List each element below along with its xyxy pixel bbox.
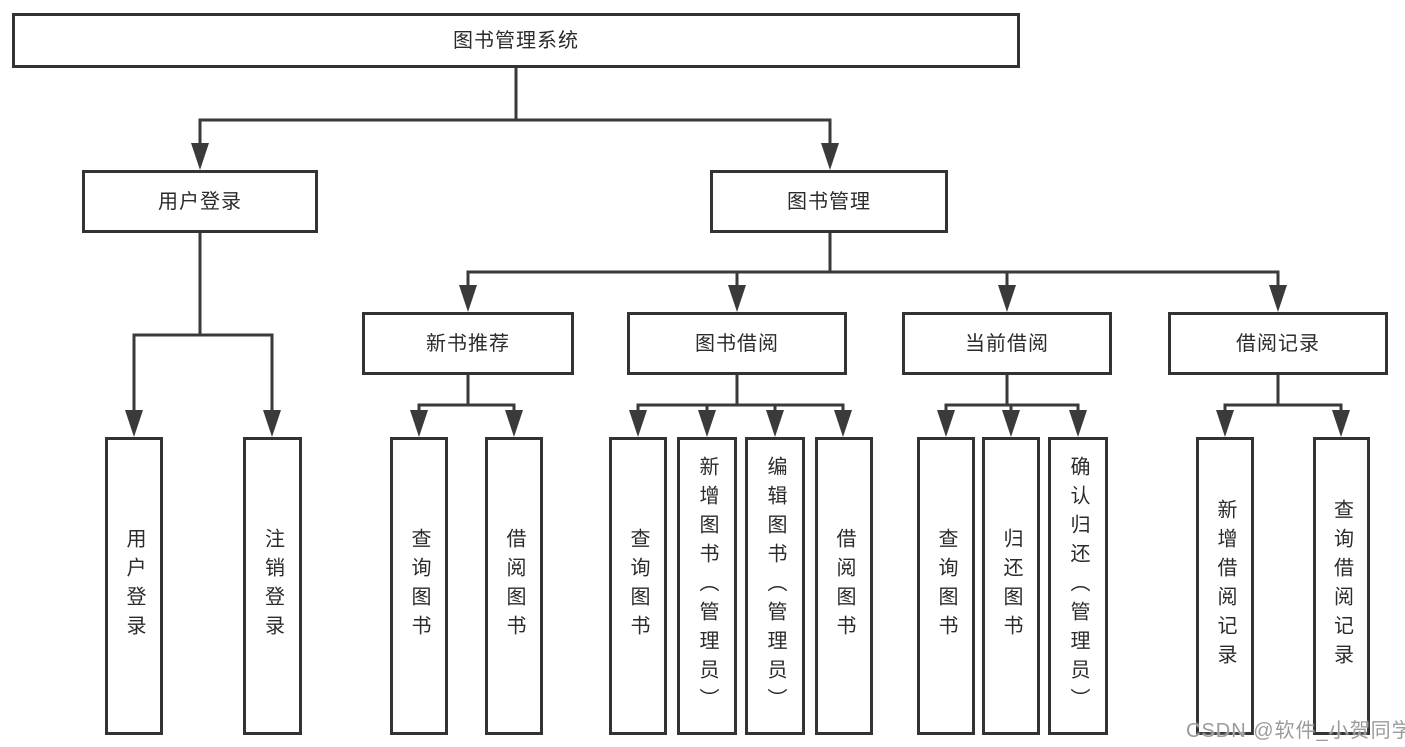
leaf-add-borrow-record: 新增借阅记录	[1196, 437, 1254, 735]
node-book-borrow: 图书借阅	[627, 312, 847, 375]
leaf-query-books-recommend: 查询图书	[390, 437, 448, 735]
node-label: 确认归还（管理员）	[1067, 455, 1089, 717]
leaf-edit-books-admin: 编辑图书（管理员）	[745, 437, 805, 735]
node-label: 查询图书	[408, 528, 430, 644]
leaf-logout-login: 注销登录	[243, 437, 302, 735]
node-label: 查询图书	[935, 528, 957, 644]
node-label: 归还图书	[1000, 528, 1022, 644]
node-label: 新增借阅记录	[1214, 499, 1236, 673]
leaf-query-books-borrow: 查询图书	[609, 437, 667, 735]
node-label: 查询图书	[627, 528, 649, 644]
connector-borrow-records	[1223, 375, 1343, 415]
node-label: 用户登录	[123, 528, 145, 644]
node-book-management: 图书管理	[710, 170, 948, 233]
watermark: CSDN @软件_小贺同学	[1186, 720, 1405, 742]
leaf-user-login: 用户登录	[105, 437, 163, 735]
node-label: 新增图书（管理员）	[696, 455, 718, 717]
node-label: 注销登录	[261, 528, 284, 644]
node-new-book-recommend: 新书推荐	[362, 312, 574, 375]
connector-user-login	[132, 233, 274, 415]
leaf-return-books: 归还图书	[982, 437, 1040, 735]
leaf-add-books-admin: 新增图书（管理员）	[677, 437, 737, 735]
leaf-borrow-books: 借阅图书	[815, 437, 873, 735]
connector-book-borrow	[636, 375, 845, 415]
connector-new-book	[417, 375, 516, 415]
connector-book-management	[466, 233, 1280, 290]
node-label: 借阅记录	[1236, 332, 1320, 355]
node-current-borrow: 当前借阅	[902, 312, 1112, 375]
node-label: 借阅图书	[503, 528, 525, 644]
node-label: 借阅图书	[833, 528, 855, 644]
node-label: 新书推荐	[426, 332, 510, 355]
node-label: 图书管理系统	[453, 29, 579, 52]
leaf-query-borrow-record: 查询借阅记录	[1313, 437, 1370, 735]
node-label: 查询借阅记录	[1330, 499, 1353, 673]
node-label: 编辑图书（管理员）	[764, 455, 786, 717]
node-label: 图书管理	[787, 190, 871, 213]
arrowheads	[125, 143, 1350, 437]
leaf-confirm-return-admin: 确认归还（管理员）	[1048, 437, 1108, 735]
node-user-login: 用户登录	[82, 170, 318, 233]
leaf-query-books-current: 查询图书	[917, 437, 975, 735]
connector-current-borrow	[944, 375, 1080, 415]
node-label: 图书借阅	[695, 332, 779, 355]
connector-root	[198, 68, 832, 148]
node-borrow-records: 借阅记录	[1168, 312, 1388, 375]
node-label: 用户登录	[158, 190, 242, 213]
node-label: 当前借阅	[965, 332, 1049, 355]
leaf-borrow-books-recommend: 借阅图书	[485, 437, 543, 735]
node-library-management-system: 图书管理系统	[12, 13, 1020, 68]
